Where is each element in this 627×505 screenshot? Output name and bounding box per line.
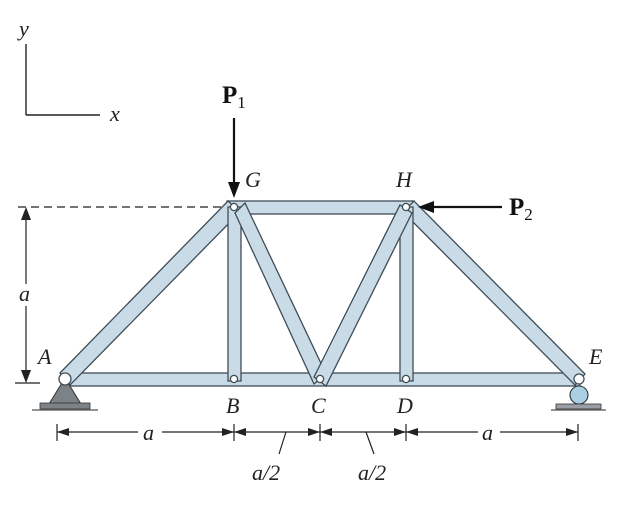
- height-label: a: [19, 281, 30, 306]
- x-axis-label: x: [109, 101, 120, 126]
- load-p1: P1: [222, 82, 246, 198]
- joint-h: [401, 202, 411, 212]
- joint-d: [401, 374, 411, 384]
- node-label-g: G: [245, 167, 261, 192]
- p2-letter: P: [509, 194, 524, 221]
- span-de-label: a: [482, 420, 493, 445]
- span-ab-label: a: [143, 420, 154, 445]
- member-ag: [59, 200, 241, 386]
- span-bc-label: a/2: [252, 460, 280, 485]
- joint-b: [229, 374, 239, 384]
- node-label-e: E: [588, 344, 603, 369]
- node-labels: A G H E B C D: [36, 167, 603, 418]
- joint-c: [315, 374, 325, 384]
- truss-members: [59, 200, 586, 387]
- svg-text:P1: P1: [222, 82, 246, 112]
- joint-a: [58, 372, 72, 386]
- joint-pins: [58, 202, 585, 386]
- joint-e: [573, 373, 585, 385]
- node-label-a: A: [36, 344, 52, 369]
- p1-letter: P: [222, 82, 237, 109]
- node-label-h: H: [395, 167, 413, 192]
- member-bg: [227, 206, 242, 382]
- y-axis-label: y: [17, 16, 29, 41]
- node-label-d: D: [396, 393, 413, 418]
- span-labels: a a/2 a/2 a: [143, 420, 493, 485]
- joint-g: [229, 202, 239, 212]
- span-cd-label: a/2: [358, 460, 386, 485]
- member-gh: [226, 200, 415, 215]
- svg-text:P2: P2: [509, 194, 533, 224]
- span-arrowheads: [57, 428, 578, 436]
- height-dimension: a: [15, 207, 40, 384]
- roller-support-e: [551, 385, 606, 411]
- p2-subscript: 2: [524, 205, 533, 224]
- member-eh: [402, 200, 586, 386]
- pin-support-a: [32, 377, 98, 411]
- p1-subscript: 1: [237, 93, 246, 112]
- member-gc: [234, 201, 327, 386]
- coordinate-axes: y x: [17, 16, 120, 126]
- node-label-c: C: [311, 393, 326, 418]
- span-dimensions: [56, 424, 579, 455]
- node-label-b: B: [226, 393, 239, 418]
- member-ch: [313, 204, 413, 387]
- load-p2: P2: [418, 194, 533, 224]
